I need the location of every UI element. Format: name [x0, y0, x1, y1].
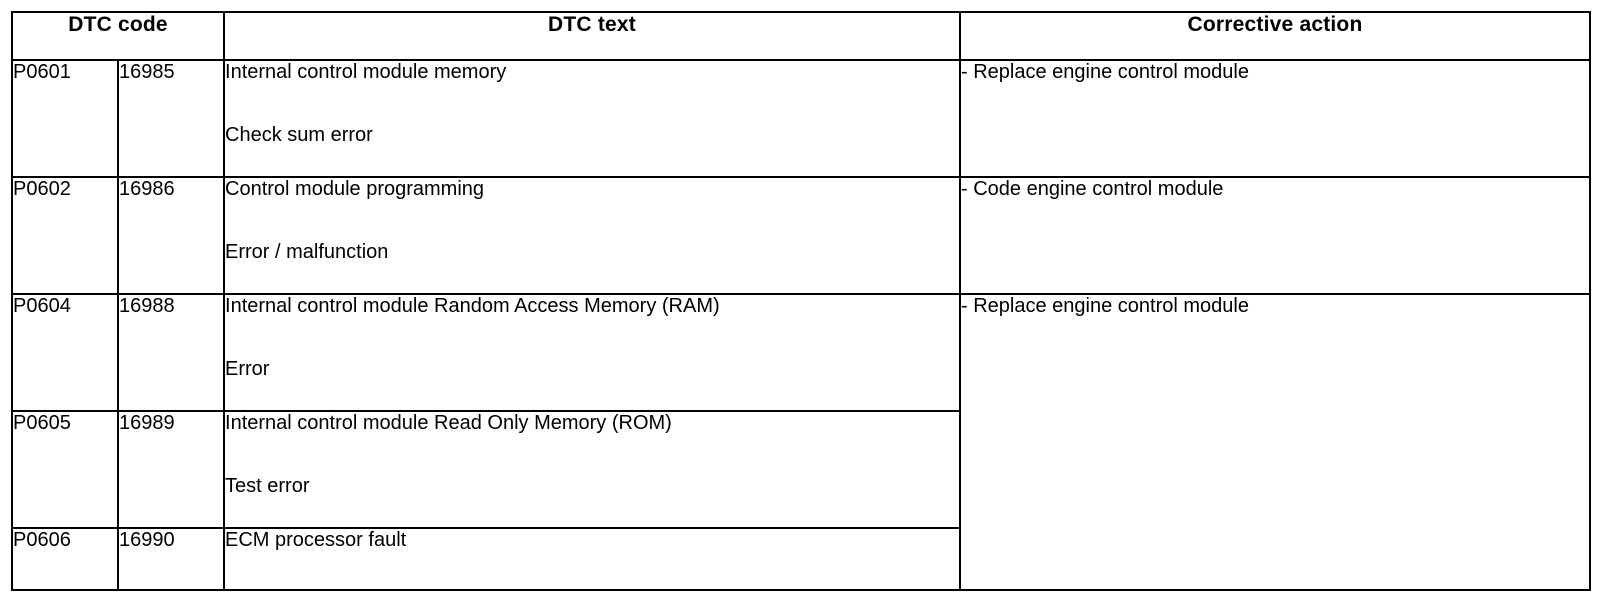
table-row: P0602 16986 Control module programming E…: [11, 176, 1592, 295]
cell-dtc-code: P0601: [11, 59, 119, 178]
cell-corrective-action: - Code engine control module: [959, 176, 1592, 295]
cell-dtc-number: 16988: [116, 293, 226, 412]
cell-dtc-code: P0604: [11, 293, 119, 412]
table-row: P0605 16989 Internal control module Read…: [11, 410, 1590, 529]
dtc-text-line-1: Internal control module memory: [225, 61, 507, 83]
corrective-action-text: - Code engine control module: [961, 178, 1224, 200]
cell-dtc-text: Internal control module Random Access Me…: [223, 293, 962, 412]
cell-dtc-number: 16985: [116, 59, 226, 178]
dtc-text-line-2: Test error: [225, 475, 310, 497]
header-dtc-text: DTC text: [223, 11, 962, 61]
cell-corrective-action-merged: - Replace engine control module: [959, 293, 1592, 591]
dtc-text-line-1: ECM processor fault: [225, 529, 407, 551]
cell-dtc-number: 16986: [116, 176, 226, 295]
dtc-table: DTC code DTC text Corrective action P060…: [10, 11, 1592, 591]
header-dtc-code-label: DTC code: [68, 13, 168, 36]
cell-corrective-action: - Replace engine control module: [959, 59, 1592, 178]
table-row: P0604 16988 Internal control module Rand…: [11, 293, 1592, 591]
cell-dtc-code: P0606: [11, 527, 119, 591]
cell-dtc-number: 16989: [116, 410, 226, 529]
table-body: P0601 16985 Internal control module memo…: [11, 59, 1592, 591]
table-header: DTC code DTC text Corrective action: [10, 11, 1592, 61]
dtc-text-line-2: Check sum error: [225, 124, 373, 146]
table-row: P0601 16985 Internal control module memo…: [11, 59, 1592, 178]
corrective-action-text: - Replace engine control module: [961, 61, 1249, 83]
cell-dtc-code: P0605: [11, 410, 119, 529]
dtc-text-line-2: Error / malfunction: [225, 241, 389, 263]
cell-dtc-text: Control module programming Error / malfu…: [223, 176, 962, 295]
cell-dtc-text: Internal control module memory Check sum…: [223, 59, 962, 178]
table-row: P0606 16990 ECM processor fault: [11, 527, 1590, 591]
cell-dtc-number: 16990: [116, 527, 226, 591]
cell-dtc-text: Internal control module Read Only Memory…: [223, 410, 962, 529]
header-dtc-text-label: DTC text: [548, 13, 636, 36]
corrective-action-text: - Replace engine control module: [961, 295, 1249, 317]
header-corrective-action: Corrective action: [959, 11, 1592, 61]
dtc-text-line-1: Internal control module Random Access Me…: [225, 295, 720, 317]
dtc-text-line-1: Control module programming: [225, 178, 485, 200]
dtc-text-line-1: Internal control module Read Only Memory…: [225, 412, 672, 434]
header-corrective-action-label: Corrective action: [1187, 13, 1363, 36]
cell-dtc-text: ECM processor fault: [223, 527, 962, 591]
cell-dtc-code: P0602: [11, 176, 119, 295]
header-row: DTC code DTC text Corrective action: [10, 11, 1592, 61]
dtc-text-line-2: Error: [225, 358, 270, 380]
header-dtc-code: DTC code: [10, 11, 226, 61]
